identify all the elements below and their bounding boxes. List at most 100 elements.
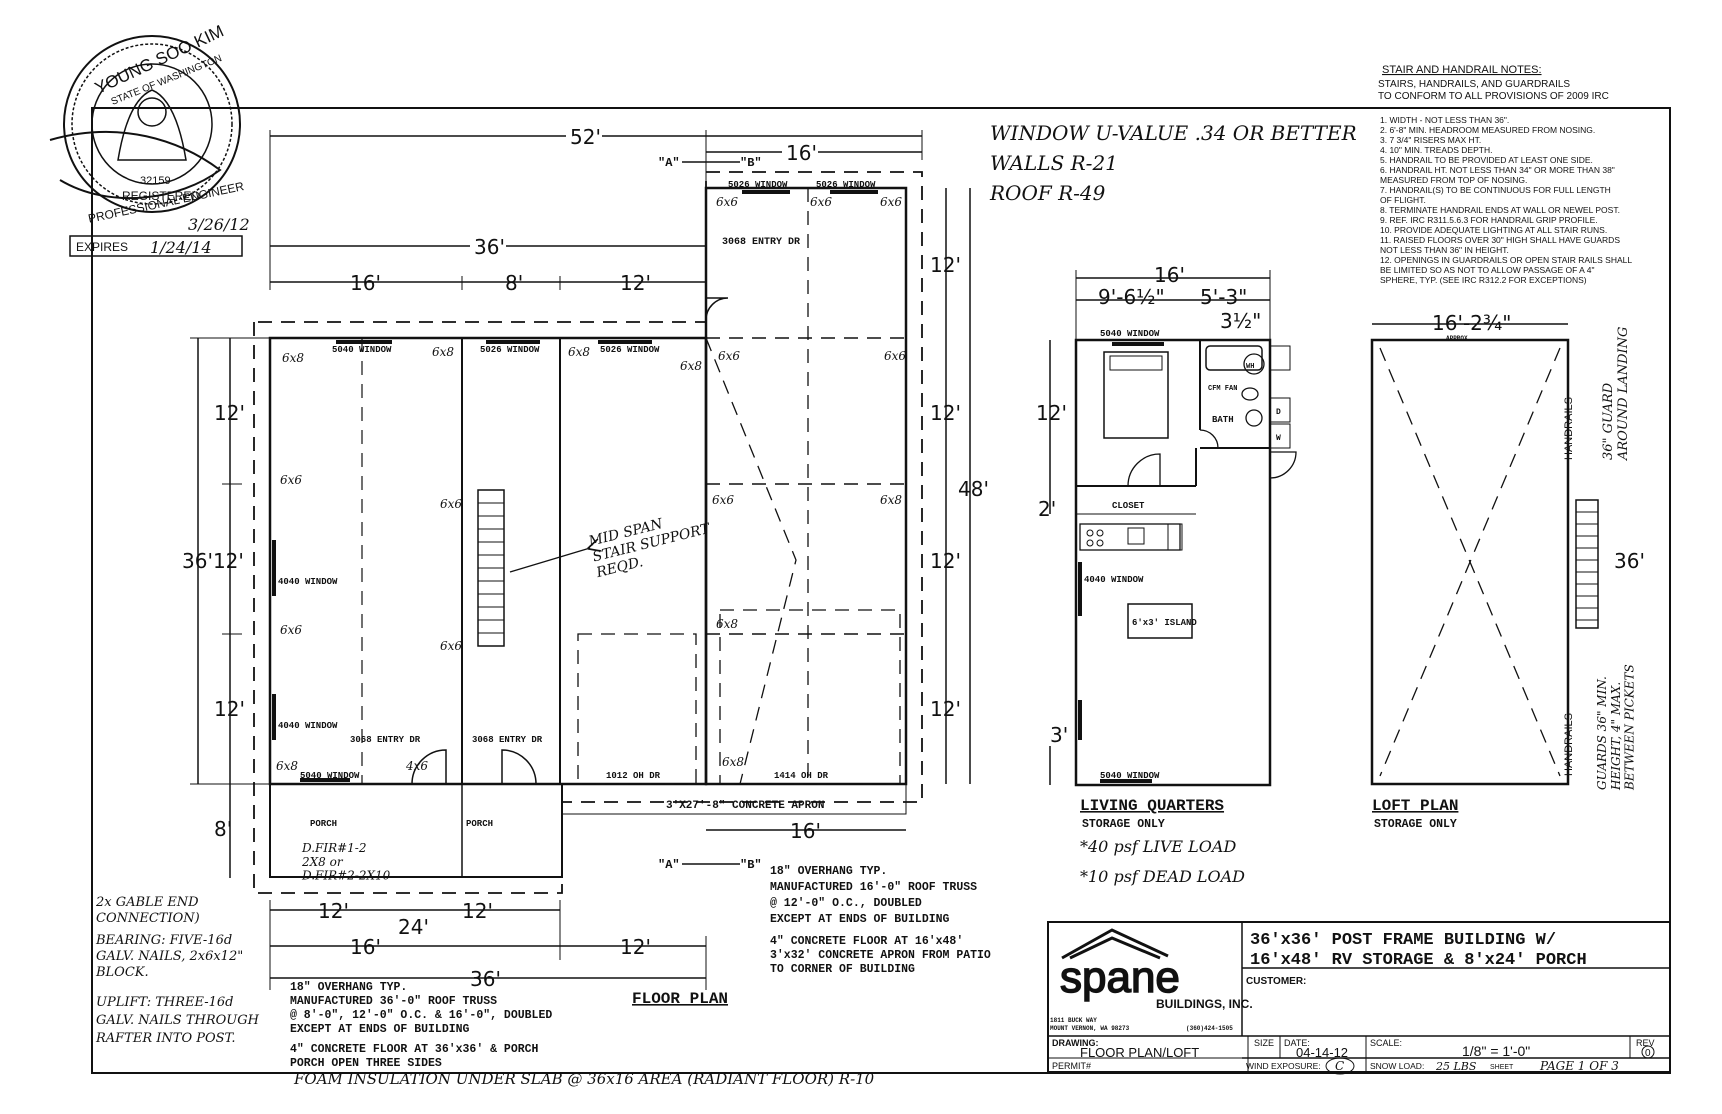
- company-phone: (360)424-1505: [1186, 1025, 1233, 1032]
- energy-note-roof: ROOF R-49: [989, 181, 1106, 205]
- post-label: 6x6: [716, 195, 738, 209]
- dim-bottom-36: 36': [470, 967, 501, 991]
- stair-note: 2. 6'-8" MIN. HEADROOM MEASURED FROM NOS…: [1380, 125, 1595, 135]
- seal-license: 32159: [140, 175, 171, 187]
- overhang-outline: [253, 171, 923, 894]
- permit-label: PERMIT#: [1052, 1061, 1091, 1071]
- range-burner-icon: [1096, 539, 1104, 547]
- range-burner-icon: [1086, 539, 1094, 547]
- rv-note: EXCEPT AT ENDS OF BUILDING: [770, 913, 950, 926]
- main-building-notes: 18" OVERHANG TYP. MANUFACTURED 36'-0" RO…: [290, 981, 875, 1088]
- dim-right-12d: 12': [930, 697, 961, 721]
- foam-insulation-note: FOAM INSULATION UNDER SLAB @ 36x16 AREA …: [293, 1070, 875, 1088]
- company-address-1: 1811 BUCK WAY: [1050, 1017, 1097, 1024]
- dim-right-12b: 12': [930, 401, 961, 425]
- stair-handrail-notes: STAIR AND HANDRAIL NOTES: STAIRS, HANDRA…: [1378, 64, 1632, 285]
- lq-window-side: 4040 WINDOW: [1084, 575, 1144, 585]
- kitchen-counter: [1079, 523, 1181, 551]
- lq-dim-3-half: 3½": [1220, 309, 1261, 333]
- post-label: 6x8: [716, 617, 738, 631]
- post-label: 6x6: [718, 349, 740, 363]
- wind-exposure-label: WIND EXPOSURE:: [1246, 1061, 1321, 1071]
- drawing-label: DRAWING:: [1052, 1038, 1099, 1048]
- lq-dim-3: 3': [1050, 723, 1068, 747]
- rv-note: @ 12'-0" O.C., DOUBLED: [770, 897, 922, 910]
- living-quarters-title: LIVING QUARTERS: [1080, 797, 1224, 815]
- lq-bath-label: BATH: [1212, 415, 1234, 425]
- loft-handrails-top: HANDRAILS: [1563, 397, 1575, 460]
- lq-dim-2: 2': [1038, 497, 1056, 521]
- stair-note: 4. 10" MIN. TREADS DEPTH.: [1380, 145, 1492, 155]
- date-value: 04-14-12: [1296, 1045, 1348, 1060]
- wind-exposure-circle-icon: [1325, 1057, 1355, 1075]
- lq-dryer-label: D: [1276, 408, 1281, 417]
- sheet-label: SHEET: [1490, 1064, 1514, 1071]
- engineer-seal: YOUNG SOO KIM STATE OF WASHINGTON 32159 …: [49, 21, 250, 234]
- kitchen-island: [1127, 603, 1193, 639]
- dim-bottom-24: 24': [398, 915, 429, 939]
- scale-value: 1/8" = 1'-0": [1462, 1043, 1530, 1059]
- gable-note: BLOCK.: [95, 965, 149, 980]
- main-note: PORCH OPEN THREE SIDES: [290, 1057, 442, 1070]
- post-label: 6x8: [680, 359, 702, 373]
- lq-wh-label: WH: [1246, 363, 1254, 371]
- stair-note: 1. WIDTH - NOT LESS THAN 36".: [1380, 115, 1509, 125]
- overhead-door-1414: 1414 OH DR: [774, 771, 829, 781]
- stair-notes-subtitle-2: TO CONFORM TO ALL PROVISIONS OF 2009 IRC: [1378, 91, 1609, 102]
- stair: [477, 489, 505, 647]
- main-note: EXCEPT AT ENDS OF BUILDING: [290, 1023, 470, 1036]
- rev-value: 0: [1645, 1048, 1651, 1059]
- loft-stair: [1575, 499, 1599, 629]
- loft-plan-subtitle: STORAGE ONLY: [1374, 818, 1457, 831]
- dim-bottom-16: 16': [350, 935, 381, 959]
- gable-note: CONNECTION): [96, 911, 200, 926]
- loft-guard-landing-note: 36" GUARDAROUND LANDING: [1601, 327, 1631, 461]
- main-note: MANUFACTURED 36'-0" ROOF TRUSS: [290, 995, 497, 1008]
- window-4040-a: 4040 WINDOW: [278, 577, 338, 587]
- lq-dim-16: 16': [1154, 263, 1185, 287]
- loft-dim-36: 36': [1614, 549, 1645, 573]
- rv-storage: [704, 186, 908, 786]
- post-label: 6x8: [722, 755, 744, 769]
- section-b-top: "B": [740, 156, 762, 170]
- signature-icon: [49, 130, 222, 200]
- rv-note: 18" OVERHANG TYP.: [770, 865, 887, 878]
- dim-16a: 16': [350, 271, 381, 295]
- rev-circle-icon: [1641, 1045, 1655, 1059]
- post-label: 6x8: [282, 351, 304, 365]
- stair-note: NOT LESS THAN 36" IN HEIGHT.: [1380, 245, 1509, 255]
- stair-notes-title: STAIR AND HANDRAIL NOTES:: [1382, 64, 1542, 76]
- window-5040-bottom: 5040 WINDOW: [300, 771, 360, 781]
- porch: [269, 783, 563, 878]
- dim-left-8: 8': [214, 817, 232, 841]
- spane-roof-logo-icon: [1061, 928, 1169, 960]
- loft-handrails-bottom: HANDRAILS: [1563, 713, 1575, 776]
- gable-note: RAFTER INTO POST.: [95, 1031, 235, 1046]
- dim-left-12b: 12': [214, 697, 245, 721]
- stair-note: 5. HANDRAIL TO BE PROVIDED AT LEAST ONE …: [1380, 155, 1593, 165]
- window-5026-a: 5026 WINDOW: [728, 180, 788, 190]
- refrigerator-icon: [1167, 523, 1183, 551]
- title-block: 36'x36' POST FRAME BUILDING W/ 16'x48' R…: [1047, 921, 1671, 1075]
- lq-washer-label: W: [1276, 434, 1281, 443]
- lq-window-top: 5040 WINDOW: [1100, 329, 1160, 339]
- rev-label: REV: [1636, 1038, 1655, 1048]
- living-quarters-subtitle: STORAGE ONLY: [1082, 818, 1165, 831]
- dim-right-48: 48': [958, 477, 989, 501]
- dim-8: 8': [505, 271, 523, 295]
- text-line: HEIGHT, 4" MAX.: [1609, 682, 1623, 791]
- dim-52: 52': [570, 125, 601, 149]
- window-5026-c: 5026 WINDOW: [480, 345, 540, 355]
- lq-window-bottom: 5040 WINDOW: [1100, 771, 1160, 781]
- post-label: 6x8: [880, 493, 902, 507]
- energy-note-window: WINDOW U-VALUE .34 OR BETTER: [990, 121, 1357, 145]
- stair-note: MEASURED FROM TOP OF NOSING.: [1380, 175, 1527, 185]
- loft-dim-width: 16'-2¾": [1432, 311, 1511, 335]
- range-burner-icon: [1086, 529, 1094, 537]
- stair-note: SPHERE, TYP. (SEE IRC R312.2 FOR EXCEPTI…: [1380, 275, 1587, 285]
- post-label: 6x6: [810, 195, 832, 209]
- dim-16-top: 16': [786, 141, 817, 165]
- window-4040-b: 4040 WINDOW: [278, 721, 338, 731]
- rv-note: TO CORNER OF BUILDING: [770, 963, 915, 976]
